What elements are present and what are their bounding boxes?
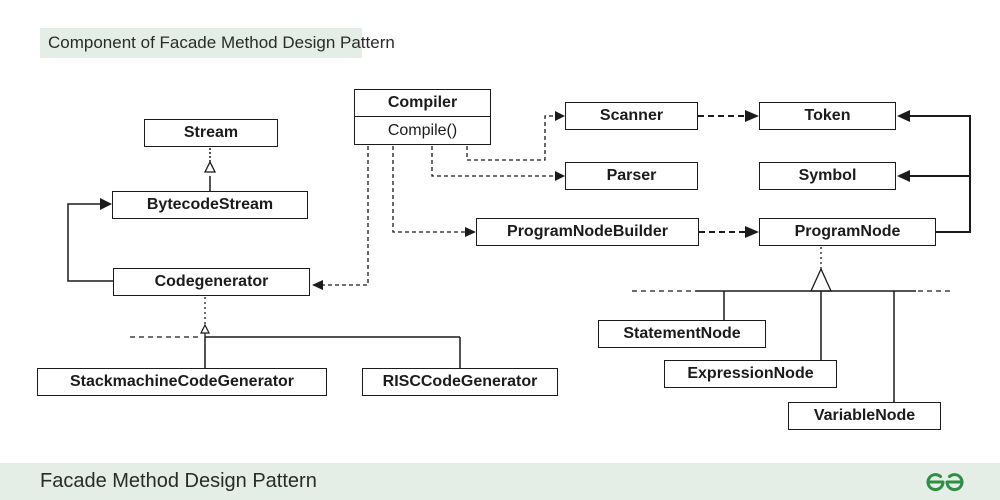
codegen-uses-bytecode bbox=[67, 198, 113, 282]
compiler-to-codegen bbox=[312, 146, 369, 290]
statement-node-node: StatementNode bbox=[598, 320, 766, 348]
parser-node: Parser bbox=[565, 162, 698, 190]
symbol-node: Symbol bbox=[759, 162, 896, 190]
scanner-to-token bbox=[698, 110, 759, 122]
compiler-to-parser bbox=[431, 146, 565, 181]
inherit-bytecode-stream bbox=[203, 147, 217, 191]
compiler-to-scanner bbox=[466, 111, 565, 161]
program-node-builder-node: ProgramNodeBuilder bbox=[476, 218, 699, 246]
stream-node: Stream bbox=[144, 119, 278, 147]
variable-node-node: VariableNode bbox=[788, 402, 941, 430]
program-node-node: ProgramNode bbox=[759, 218, 936, 246]
builder-to-programnode bbox=[699, 226, 759, 238]
risc-codegen-node: RISCCodeGenerator bbox=[362, 368, 558, 396]
diagram-title: Component of Facade Method Design Patter… bbox=[40, 28, 395, 58]
expression-node-node: ExpressionNode bbox=[664, 360, 837, 388]
compiler-name: Compiler bbox=[355, 90, 490, 117]
footer-title: Facade Method Design Pattern bbox=[40, 470, 317, 492]
programnode-to-token-symbol bbox=[897, 110, 971, 233]
codegen-inheritance bbox=[130, 297, 461, 369]
geeksforgeeks-logo-icon bbox=[926, 473, 964, 492]
footer-band: Facade Method Design Pattern bbox=[0, 463, 1000, 500]
bytecode-stream-node: BytecodeStream bbox=[112, 191, 308, 219]
compiler-to-builder bbox=[392, 146, 476, 237]
scanner-node: Scanner bbox=[565, 102, 698, 130]
compiler-method: Compile() bbox=[387, 122, 458, 139]
compiler-class-box: Compiler Compile() bbox=[354, 89, 491, 145]
programnode-inheritance bbox=[632, 247, 950, 402]
token-node: Token bbox=[759, 102, 896, 130]
stackmachine-codegen-node: StackmachineCodeGenerator bbox=[37, 368, 327, 396]
codegenerator-node: Codegenerator bbox=[113, 268, 310, 296]
